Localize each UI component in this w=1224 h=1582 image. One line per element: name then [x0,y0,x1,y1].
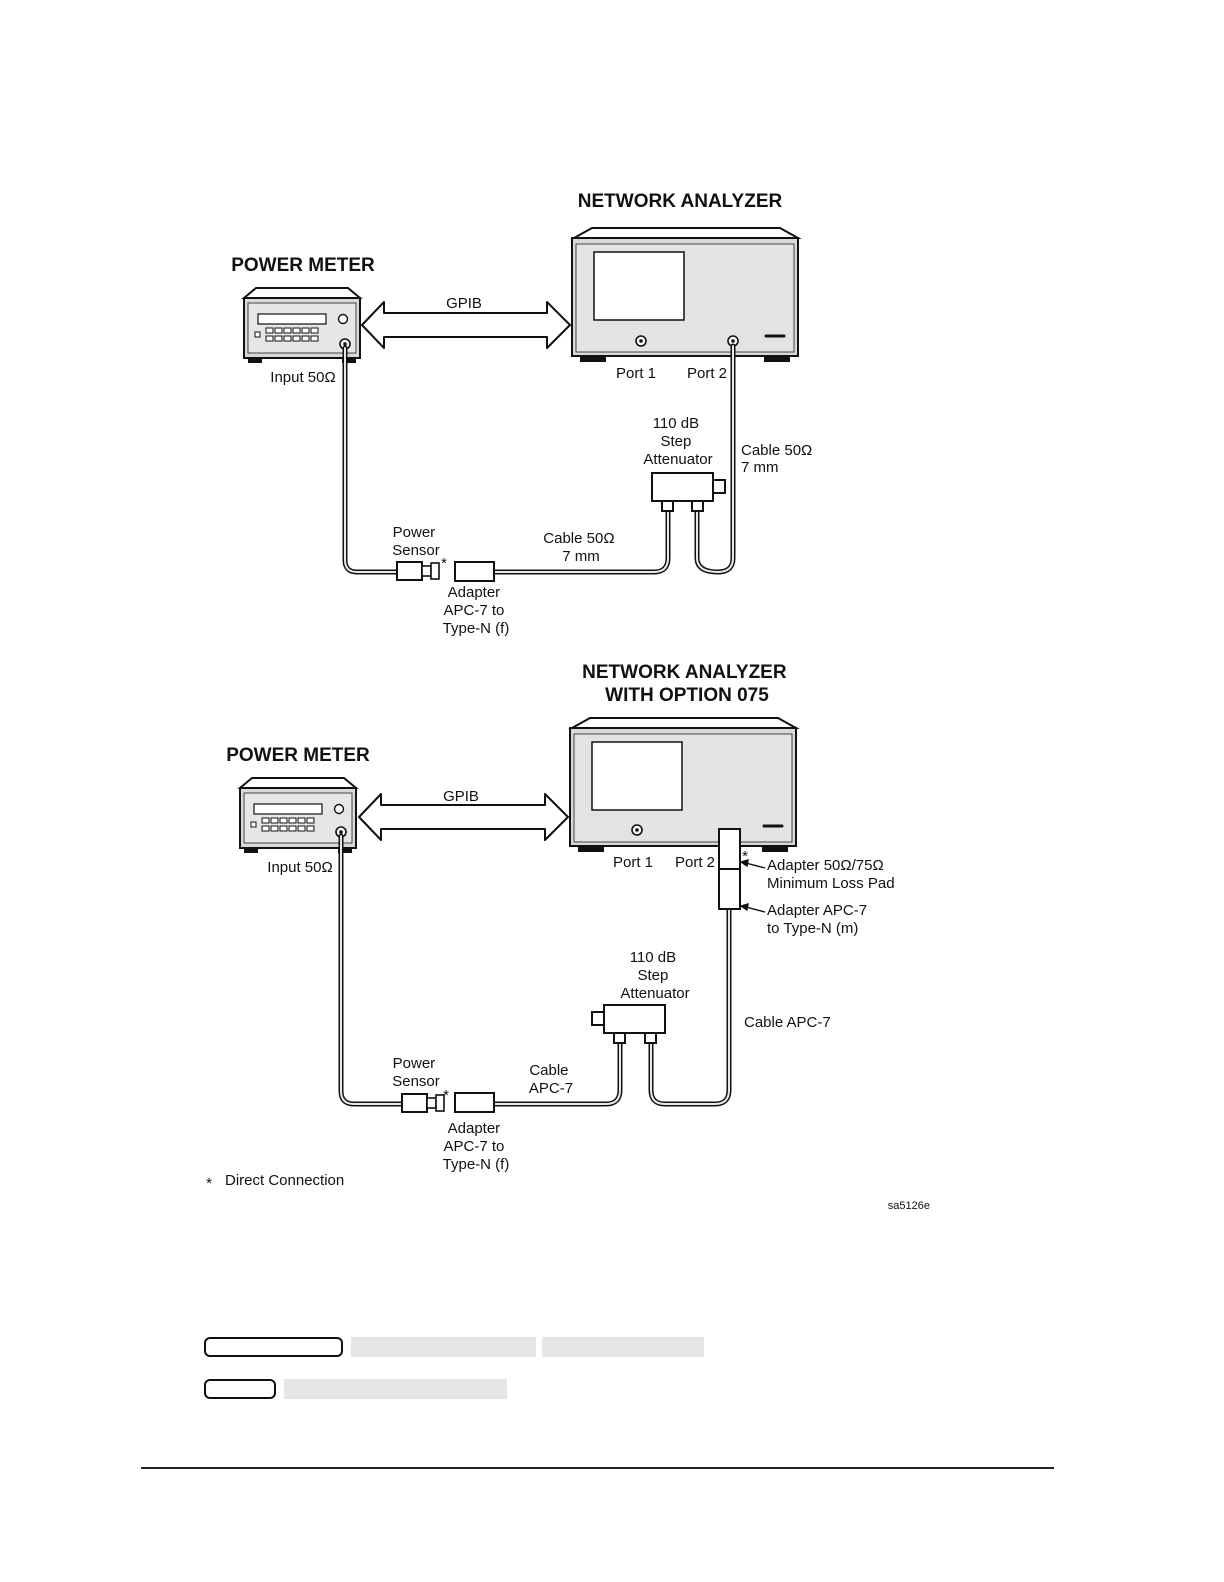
redacted-text-bar-3 [284,1379,507,1399]
bottom-pad-label: Adapter 50Ω/75Ω Minimum Loss Pad [767,857,895,892]
bottom-adapter [454,1092,495,1113]
top-cable-right-label: Cable 50Ω 7 mm [741,442,816,476]
top-cable-bottom-label: Cable 50Ω 7 mm [543,530,618,565]
bottom-power-sensor [401,1093,445,1113]
top-network-analyzer [570,226,800,364]
redacted-text-bar-2 [542,1337,704,1357]
top-input-label: Input 50Ω [270,369,335,386]
bottom-adapter-m-label: Adapter APC-7 to Type-N (m) [767,902,871,937]
top-step-attenuator [651,472,726,512]
redacted-key-box-2 [204,1379,276,1399]
bottom-pad-star: * [742,848,748,865]
bottom-leader-lines [739,859,766,913]
bottom-analyzer-title: NETWORK ANALYZER WITH OPTION 075 [582,662,792,706]
redacted-key-box-1 [204,1337,343,1357]
bottom-port2-label: Port 2 [675,854,715,871]
top-direct-connection-star: * [441,555,447,572]
bottom-attenuator-label: 110 dB Step Attenuator [620,949,689,1002]
bottom-adapter-label: Adapter APC-7 to Type-N (f) [443,1120,510,1173]
top-sensor-label: Power Sensor [392,524,440,559]
top-gpib-label: GPIB [446,295,482,312]
top-gpib-arrow [361,301,571,349]
top-adapter-label: Adapter APC-7 to Type-N (f) [443,584,510,637]
bottom-sensor-label: Power Sensor [392,1055,440,1090]
bottom-minimum-loss-pad [718,828,741,910]
bottom-meter-title: POWER METER [226,745,370,766]
footnote-star: * [206,1175,212,1192]
bottom-step-attenuator [591,1004,666,1044]
figure-id: sa5126e [888,1200,930,1212]
bottom-port1-connector [631,824,643,836]
top-attenuator-label: 110 dB Step Attenuator [643,415,712,468]
top-power-sensor [396,561,440,581]
footnote-text: Direct Connection [225,1172,344,1189]
bottom-gpib-arrow [358,793,569,841]
top-port1-connector [635,335,647,347]
top-setup: NETWORK ANALYZER POWER METER GPIB Input … [231,191,816,637]
top-analyzer-title: NETWORK ANALYZER [578,191,783,212]
footer-rule [141,1467,1054,1469]
bottom-cable-right-label: Cable APC-7 [744,1014,831,1031]
bottom-setup: NETWORK ANALYZER WITH OPTION 075 POWER M… [226,662,894,1173]
top-adapter [454,561,495,582]
bottom-cable-bottom-label: Cable APC-7 [529,1062,573,1097]
bottom-port1-label: Port 1 [613,854,653,871]
bottom-network-analyzer [568,716,798,854]
redacted-text-bar-1 [351,1337,536,1357]
bottom-direct-connection-star: * [443,1087,449,1104]
bottom-input-label: Input 50Ω [267,859,332,876]
bottom-gpib-label: GPIB [443,788,479,805]
top-port1-label: Port 1 [616,365,656,382]
top-meter-title: POWER METER [231,255,375,276]
top-port2-label: Port 2 [687,365,727,382]
